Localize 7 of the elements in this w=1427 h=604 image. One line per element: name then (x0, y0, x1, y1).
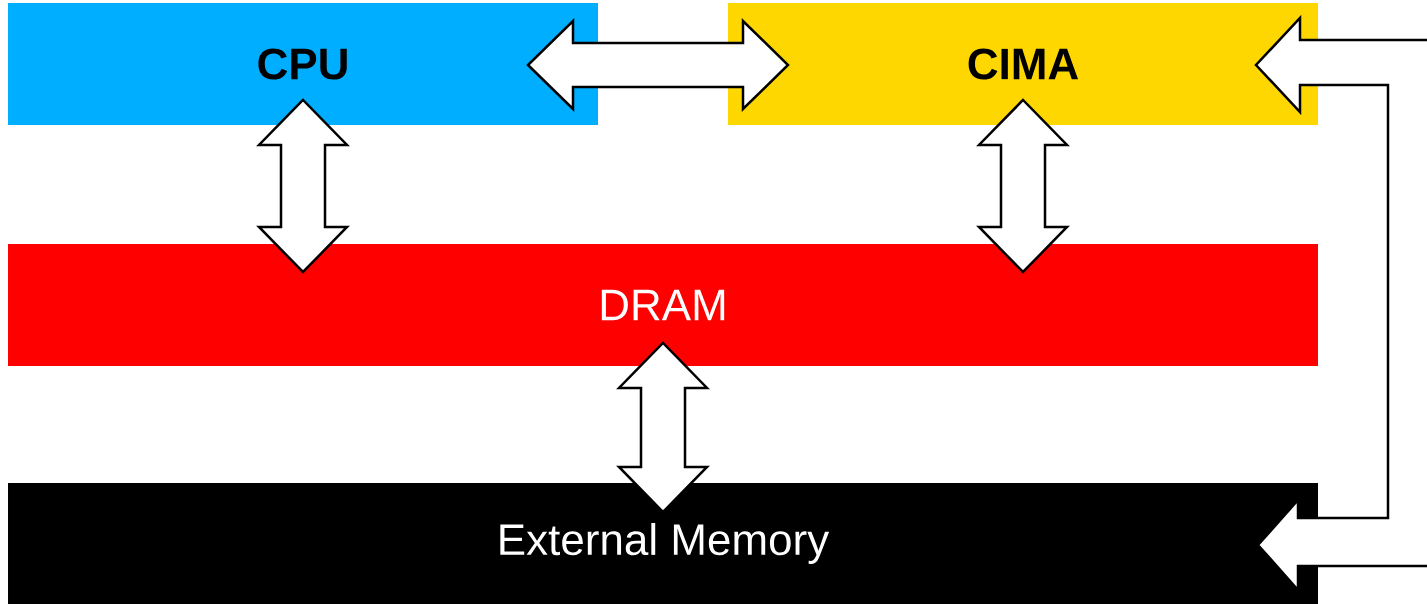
block-box: External Memory (8, 483, 1318, 604)
block-box: CPU (8, 3, 598, 125)
block-arrow (256, 98, 350, 274)
block-box: DRAM (8, 244, 1318, 366)
block-arrow (976, 98, 1070, 274)
block-arrow (526, 18, 790, 112)
block-box: CIMA (728, 3, 1318, 125)
